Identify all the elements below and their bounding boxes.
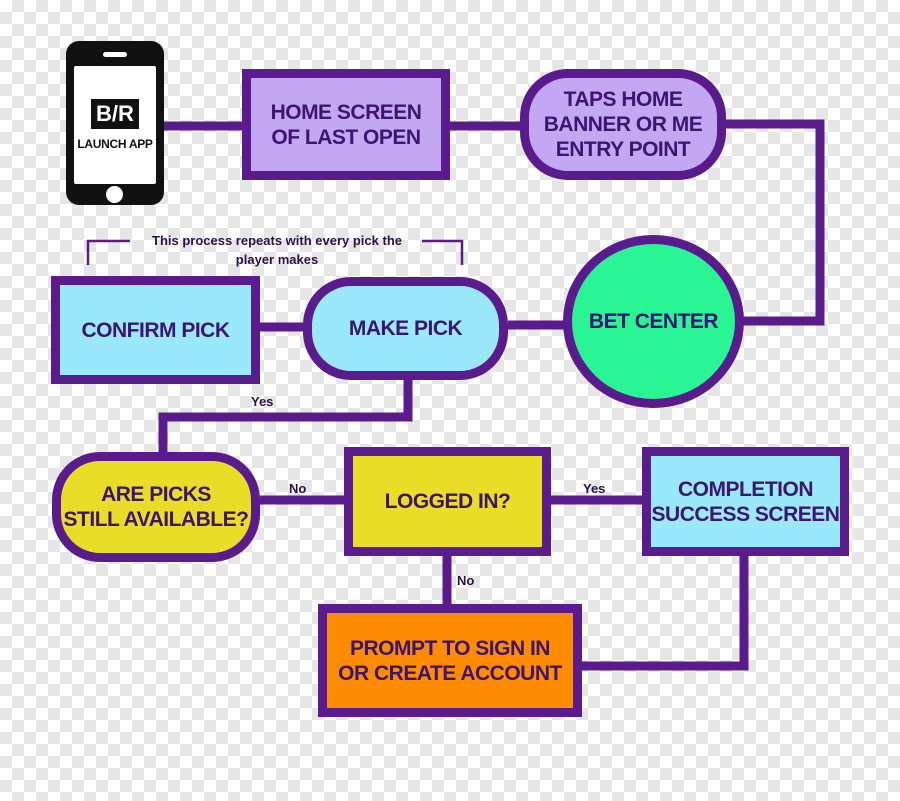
node-make-pick-label: MAKE PICK: [348, 317, 463, 340]
node-picks-available[interactable]: ARE PICKS STILL AVAILABLE?: [52, 452, 260, 562]
node-picks-available-line1: ARE PICKS: [101, 483, 211, 506]
node-taps-home-line1: TAPS HOME: [563, 88, 683, 111]
phone-launch-app[interactable]: B/R LAUNCH APP: [66, 41, 164, 205]
node-taps-home-line2: BANNER OR ME: [543, 113, 703, 136]
node-bet-center-label: BET CENTER: [588, 310, 719, 333]
node-prompt-sign-in[interactable]: PROMPT TO SIGN IN OR CREATE ACCOUNT: [318, 604, 582, 717]
edge-label-confirm-yes: Yes: [251, 394, 274, 409]
node-prompt-sign-in-line1: PROMPT TO SIGN IN: [350, 636, 550, 660]
edge-label-available-no: No: [289, 481, 307, 496]
phone-speaker: [103, 52, 127, 57]
edge-label-logged-yes: Yes: [583, 481, 606, 496]
node-home-screen-line2: OF LAST OPEN: [271, 125, 421, 149]
repeat-note: This process repeats with every pick the…: [112, 231, 442, 269]
launch-app-label: LAUNCH APP: [77, 137, 153, 151]
node-taps-home-line3: ENTRY POINT: [555, 138, 691, 161]
node-home-screen[interactable]: HOME SCREEN OF LAST OPEN: [242, 69, 450, 180]
node-prompt-sign-in-line2: OR CREATE ACCOUNT: [338, 661, 562, 685]
node-taps-home[interactable]: TAPS HOME BANNER OR ME ENTRY POINT: [520, 69, 726, 180]
connector-completion-to-prompt: [580, 552, 749, 671]
edge-label-logged-no: No: [457, 573, 475, 588]
node-bet-center[interactable]: BET CENTER: [563, 235, 744, 408]
node-confirm-pick[interactable]: CONFIRM PICK: [51, 276, 260, 384]
repeat-note-line2: player makes: [235, 252, 319, 267]
phone-screen: B/R LAUNCH APP: [74, 66, 156, 184]
node-completion-line2: SUCCESS SCREEN: [651, 502, 840, 526]
br-logo: B/R: [91, 99, 139, 129]
node-make-pick[interactable]: MAKE PICK: [303, 277, 508, 380]
node-logged-in[interactable]: LOGGED IN?: [344, 447, 551, 556]
node-picks-available-line2: STILL AVAILABLE?: [63, 508, 249, 531]
connector-makepick-to-available: [158, 380, 413, 456]
repeat-note-line1: This process repeats with every pick the: [152, 233, 402, 248]
phone-home-button: [106, 186, 123, 203]
node-logged-in-label: LOGGED IN?: [384, 490, 511, 513]
node-completion-line1: COMPLETION: [677, 477, 813, 501]
node-completion[interactable]: COMPLETION SUCCESS SCREEN: [642, 447, 849, 556]
node-home-screen-line1: HOME SCREEN: [270, 100, 422, 124]
connector-taps-to-betcenter: [726, 119, 825, 326]
repeat-bracket: [86, 239, 464, 265]
node-confirm-pick-label: CONFIRM PICK: [81, 318, 231, 342]
